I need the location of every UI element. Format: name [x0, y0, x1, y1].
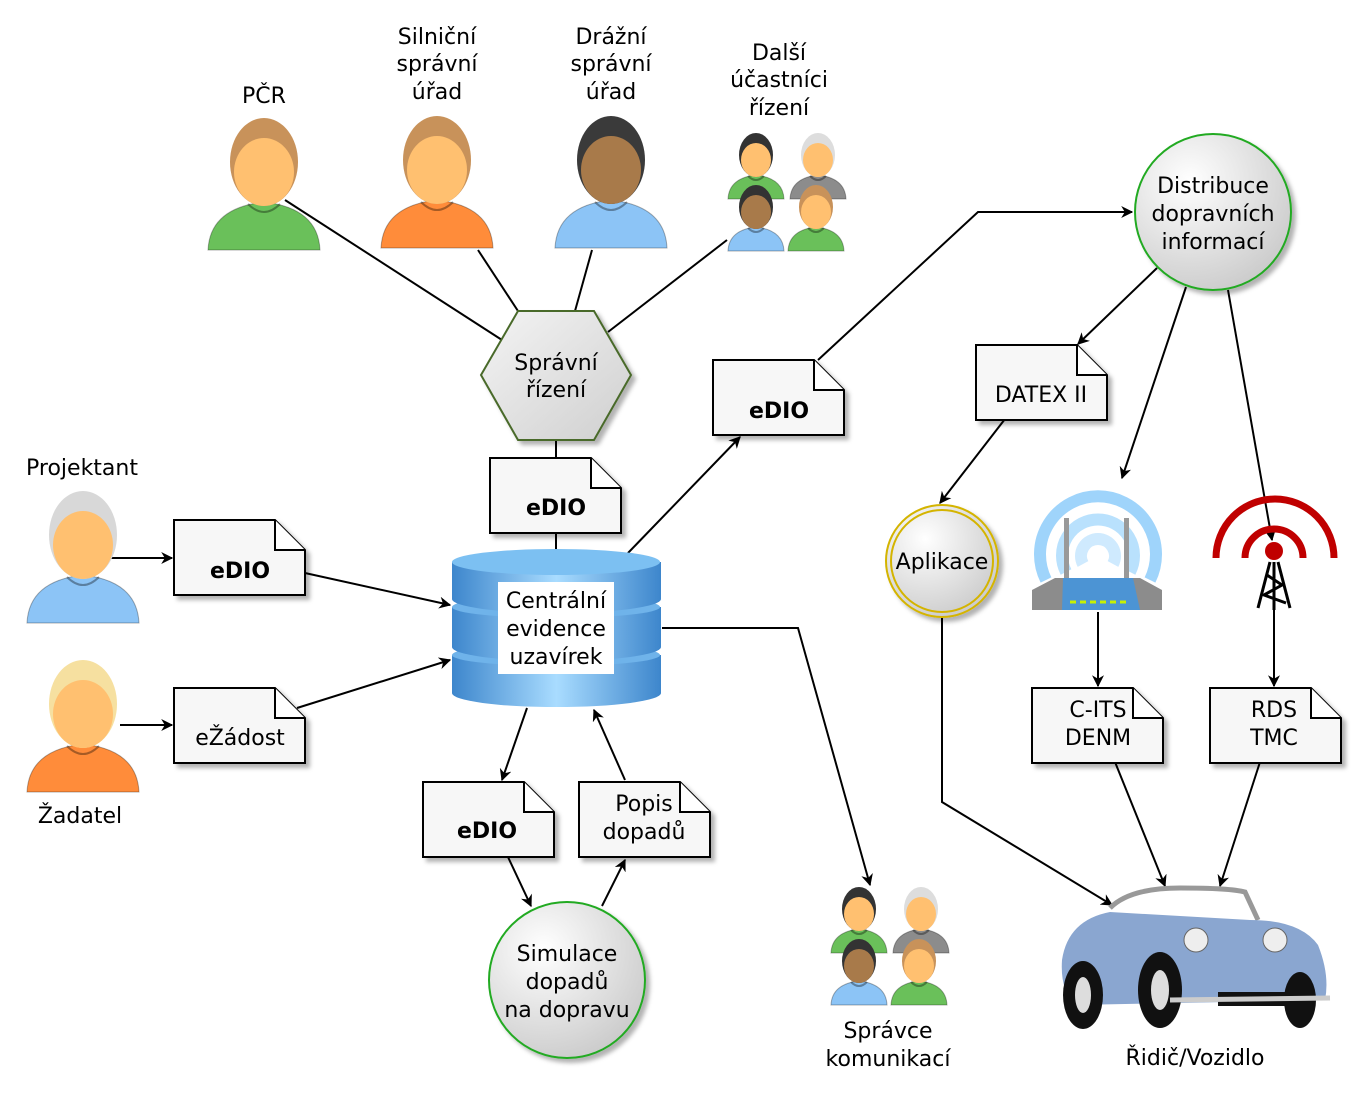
connectors — [110, 199, 1280, 908]
group-dalsi-ucastnici-icon-member-4 — [787, 185, 845, 252]
doc-edio-simulace — [422, 781, 555, 858]
arrow-datex-aplikace — [939, 418, 1006, 504]
simulace-text-3: na dopravu — [504, 998, 629, 1023]
label-dalsi-1: Další — [752, 41, 807, 66]
persons — [26, 116, 950, 1006]
arrow-distribuce-router — [1119, 286, 1187, 480]
doc-rds-text-1: RDS — [1251, 698, 1297, 723]
simulace-text-2: dopadů — [526, 970, 609, 995]
db-text-3: uzavírek — [510, 645, 603, 670]
simulace-text-1: Simulace — [517, 942, 618, 967]
label-drazni-2: správní — [570, 52, 652, 77]
line-drazni — [574, 249, 593, 312]
hex-text-2: řízení — [526, 378, 587, 403]
hex-text-1: Správní — [514, 351, 598, 376]
arrow-db-edio — [627, 436, 741, 554]
doc-popis-dopadu — [578, 781, 711, 858]
arrow-db-edio-sim — [499, 707, 528, 782]
arrow-distribuce-datex — [1077, 267, 1158, 345]
doc-edio-distribuce-text: eDIO — [749, 399, 809, 424]
db-text-1: Centrální — [506, 589, 607, 614]
db-text-2: evidence — [506, 617, 606, 642]
label-silnicni-2: správní — [396, 52, 478, 77]
arrow-ezadost-db — [296, 657, 452, 709]
doc-popis-text-1: Popis — [615, 792, 672, 817]
doc-rds-tmc — [1209, 687, 1342, 764]
label-silnicni-1: Silniční — [398, 25, 477, 50]
label-pcr: PČR — [242, 83, 286, 109]
aplikace-text: Aplikace — [896, 550, 989, 575]
arrow-edio-distribuce — [817, 206, 1134, 361]
spravni-rizeni-node: Správní řízení — [479, 310, 633, 441]
distribuce-text-1: Distribuce — [1157, 174, 1269, 199]
arrow-cits-car — [1114, 761, 1167, 888]
arrow-edio-simulace — [507, 856, 532, 908]
distribuce-node: Distribuce dopravních informací — [1134, 133, 1292, 291]
doc-edio-center — [489, 457, 622, 534]
label-dalsi-3: řízení — [749, 96, 810, 121]
arrow-rds-car — [1217, 761, 1261, 888]
doc-edio-projektant — [173, 519, 306, 596]
aplikace-node: Aplikace — [885, 504, 999, 618]
doc-ezadost — [173, 687, 306, 764]
arrow-simulace-popis — [601, 858, 626, 907]
doc-cits-denm — [1031, 687, 1164, 764]
label-zadatel: Žadatel — [38, 803, 122, 829]
simulace-node: Simulace dopadů na dopravu — [488, 901, 646, 1059]
group-spravce-komunikaci-icon-member-4 — [890, 939, 948, 1006]
database-node: Centrální evidence uzavírek — [452, 549, 661, 708]
line-pcr — [284, 199, 503, 341]
group-dalsi-ucastnici-icon — [727, 133, 847, 252]
person-zadatel-icon — [26, 660, 140, 793]
line-silnicni — [477, 249, 519, 312]
doc-cits-text-2: DENM — [1065, 726, 1131, 751]
label-silnicni-3: úřad — [412, 80, 462, 105]
doc-ezadost-text: eŽádost — [195, 725, 285, 751]
arrow-popis-db — [592, 708, 626, 781]
arrow-db-spravce — [662, 627, 873, 887]
arrow-edio-db — [304, 572, 452, 609]
doc-datex-text: DATEX II — [995, 383, 1087, 408]
doc-edio-center-text: eDIO — [526, 496, 586, 521]
arrow-aplikace-car — [941, 618, 1114, 906]
person-pcr-icon — [207, 118, 321, 251]
distribuce-text-2: dopravních — [1151, 202, 1274, 227]
doc-datex — [975, 344, 1108, 421]
person-drazni-icon — [554, 116, 668, 249]
doc-popis-text-2: dopadů — [603, 820, 686, 845]
distribuce-text-3: informací — [1161, 230, 1265, 255]
label-drazni-1: Drážní — [575, 25, 647, 50]
person-projektant-icon — [26, 491, 140, 624]
label-ridic: Řidič/Vozidlo — [1126, 1045, 1265, 1071]
label-dalsi-2: účastníci — [730, 68, 828, 93]
wifi-router-icon — [1032, 490, 1162, 610]
group-spravce-komunikaci-icon — [830, 887, 950, 1006]
doc-rds-text-2: TMC — [1249, 726, 1298, 751]
doc-edio-simulace-text: eDIO — [457, 819, 517, 844]
label-spravce-1: Správce — [843, 1019, 932, 1044]
doc-edio-projektant-text: eDIO — [210, 559, 270, 584]
line-dalsi — [607, 239, 728, 333]
group-spravce-komunikaci-icon-member-1 — [830, 887, 888, 954]
label-spravce-2: komunikací — [826, 1047, 952, 1072]
label-projektant: Projektant — [26, 456, 138, 481]
doc-cits-text-1: C-ITS — [1069, 698, 1126, 723]
label-drazni-3: úřad — [586, 80, 636, 105]
doc-edio-distribuce — [712, 359, 845, 436]
group-spravce-komunikaci-icon-member-3 — [830, 939, 888, 1006]
radio-tower-icon — [1212, 495, 1338, 610]
car-icon — [1061, 885, 1331, 1029]
group-dalsi-ucastnici-icon-member-3 — [727, 185, 785, 252]
person-silnicni-icon — [380, 116, 494, 249]
